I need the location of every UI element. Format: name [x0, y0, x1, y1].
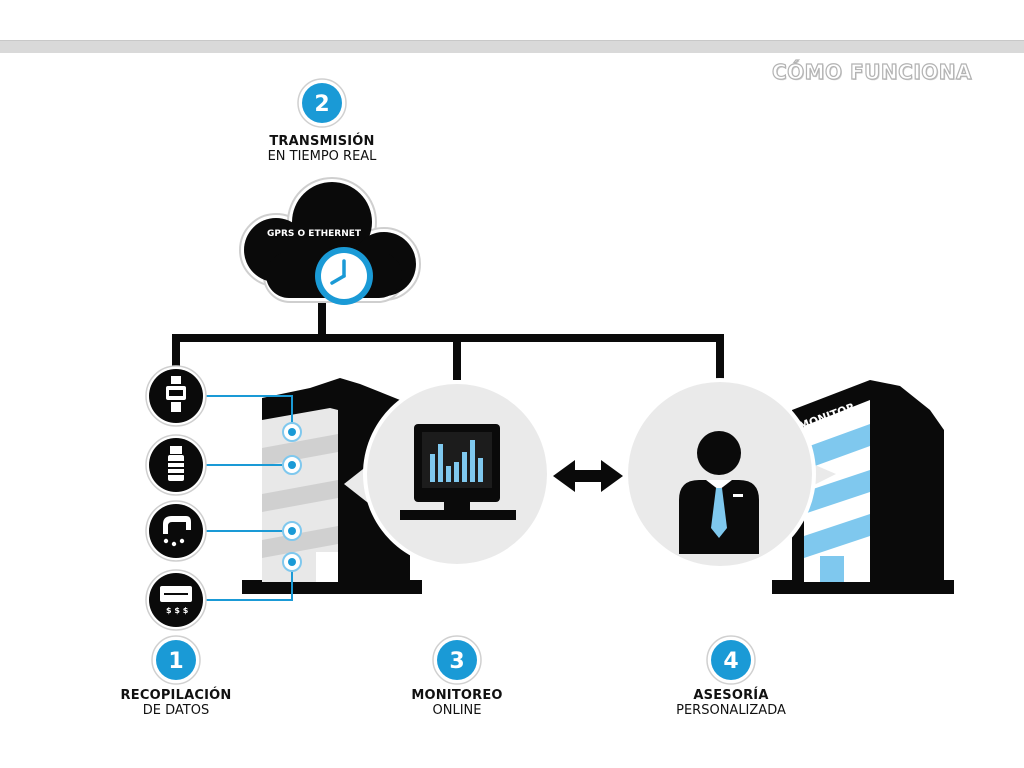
- step-3-subtitle: ONLINE: [432, 703, 482, 718]
- step-1-subtitle: DE DATOS: [142, 703, 210, 718]
- right-building: [772, 380, 954, 594]
- step-1-title: RECOPILACIÓN: [120, 688, 232, 703]
- step-number-1: 1: [168, 649, 183, 674]
- step-3-title: MONITOREO: [411, 688, 503, 703]
- step-4-subtitle: PERSONALIZADA: [676, 703, 786, 718]
- step-badge-3: 3: [432, 635, 482, 685]
- sensor-connectors: [204, 395, 293, 601]
- section-title: CÓMO FUNCIONA: [771, 59, 972, 84]
- step-number-3: 3: [449, 649, 464, 674]
- step-2-subtitle: EN TIEMPO REAL: [267, 149, 377, 164]
- step-badge-1: 1: [151, 635, 201, 685]
- clock-icon: [315, 247, 373, 305]
- step-3-caption: MONITOREO ONLINE: [357, 688, 557, 718]
- advisor-person-icon: [679, 431, 759, 554]
- cloud-icon: [239, 177, 421, 303]
- network-lines: [172, 300, 724, 384]
- dashboard-monitor-icon: [400, 424, 516, 520]
- electric-meter-icon: $ $ $: [145, 569, 207, 631]
- cloud-label: GPRS O ETHERNET: [267, 229, 362, 239]
- step-number-4: 4: [723, 649, 738, 674]
- svg-text:$ $ $: $ $ $: [166, 606, 189, 615]
- water-meter-icon: [145, 365, 207, 427]
- sensor-nodes: [282, 422, 302, 572]
- step-2-title: TRANSMISIÓN: [269, 134, 375, 149]
- step-4-title: ASESORÍA: [693, 688, 769, 703]
- step-1-caption: RECOPILACIÓN DE DATOS: [76, 688, 276, 718]
- gas-meter-icon: [145, 434, 207, 496]
- step-number-2: 2: [314, 92, 329, 117]
- double-arrow-icon: [553, 460, 623, 492]
- faucet-icon: [145, 500, 207, 562]
- step-badge-4: 4: [706, 635, 756, 685]
- step-2-caption: TRANSMISIÓN EN TIEMPO REAL: [222, 134, 422, 164]
- step-badge-2: 2: [297, 78, 347, 128]
- step-4-caption: ASESORÍA PERSONALIZADA: [631, 688, 831, 718]
- top-bar: [0, 40, 1024, 53]
